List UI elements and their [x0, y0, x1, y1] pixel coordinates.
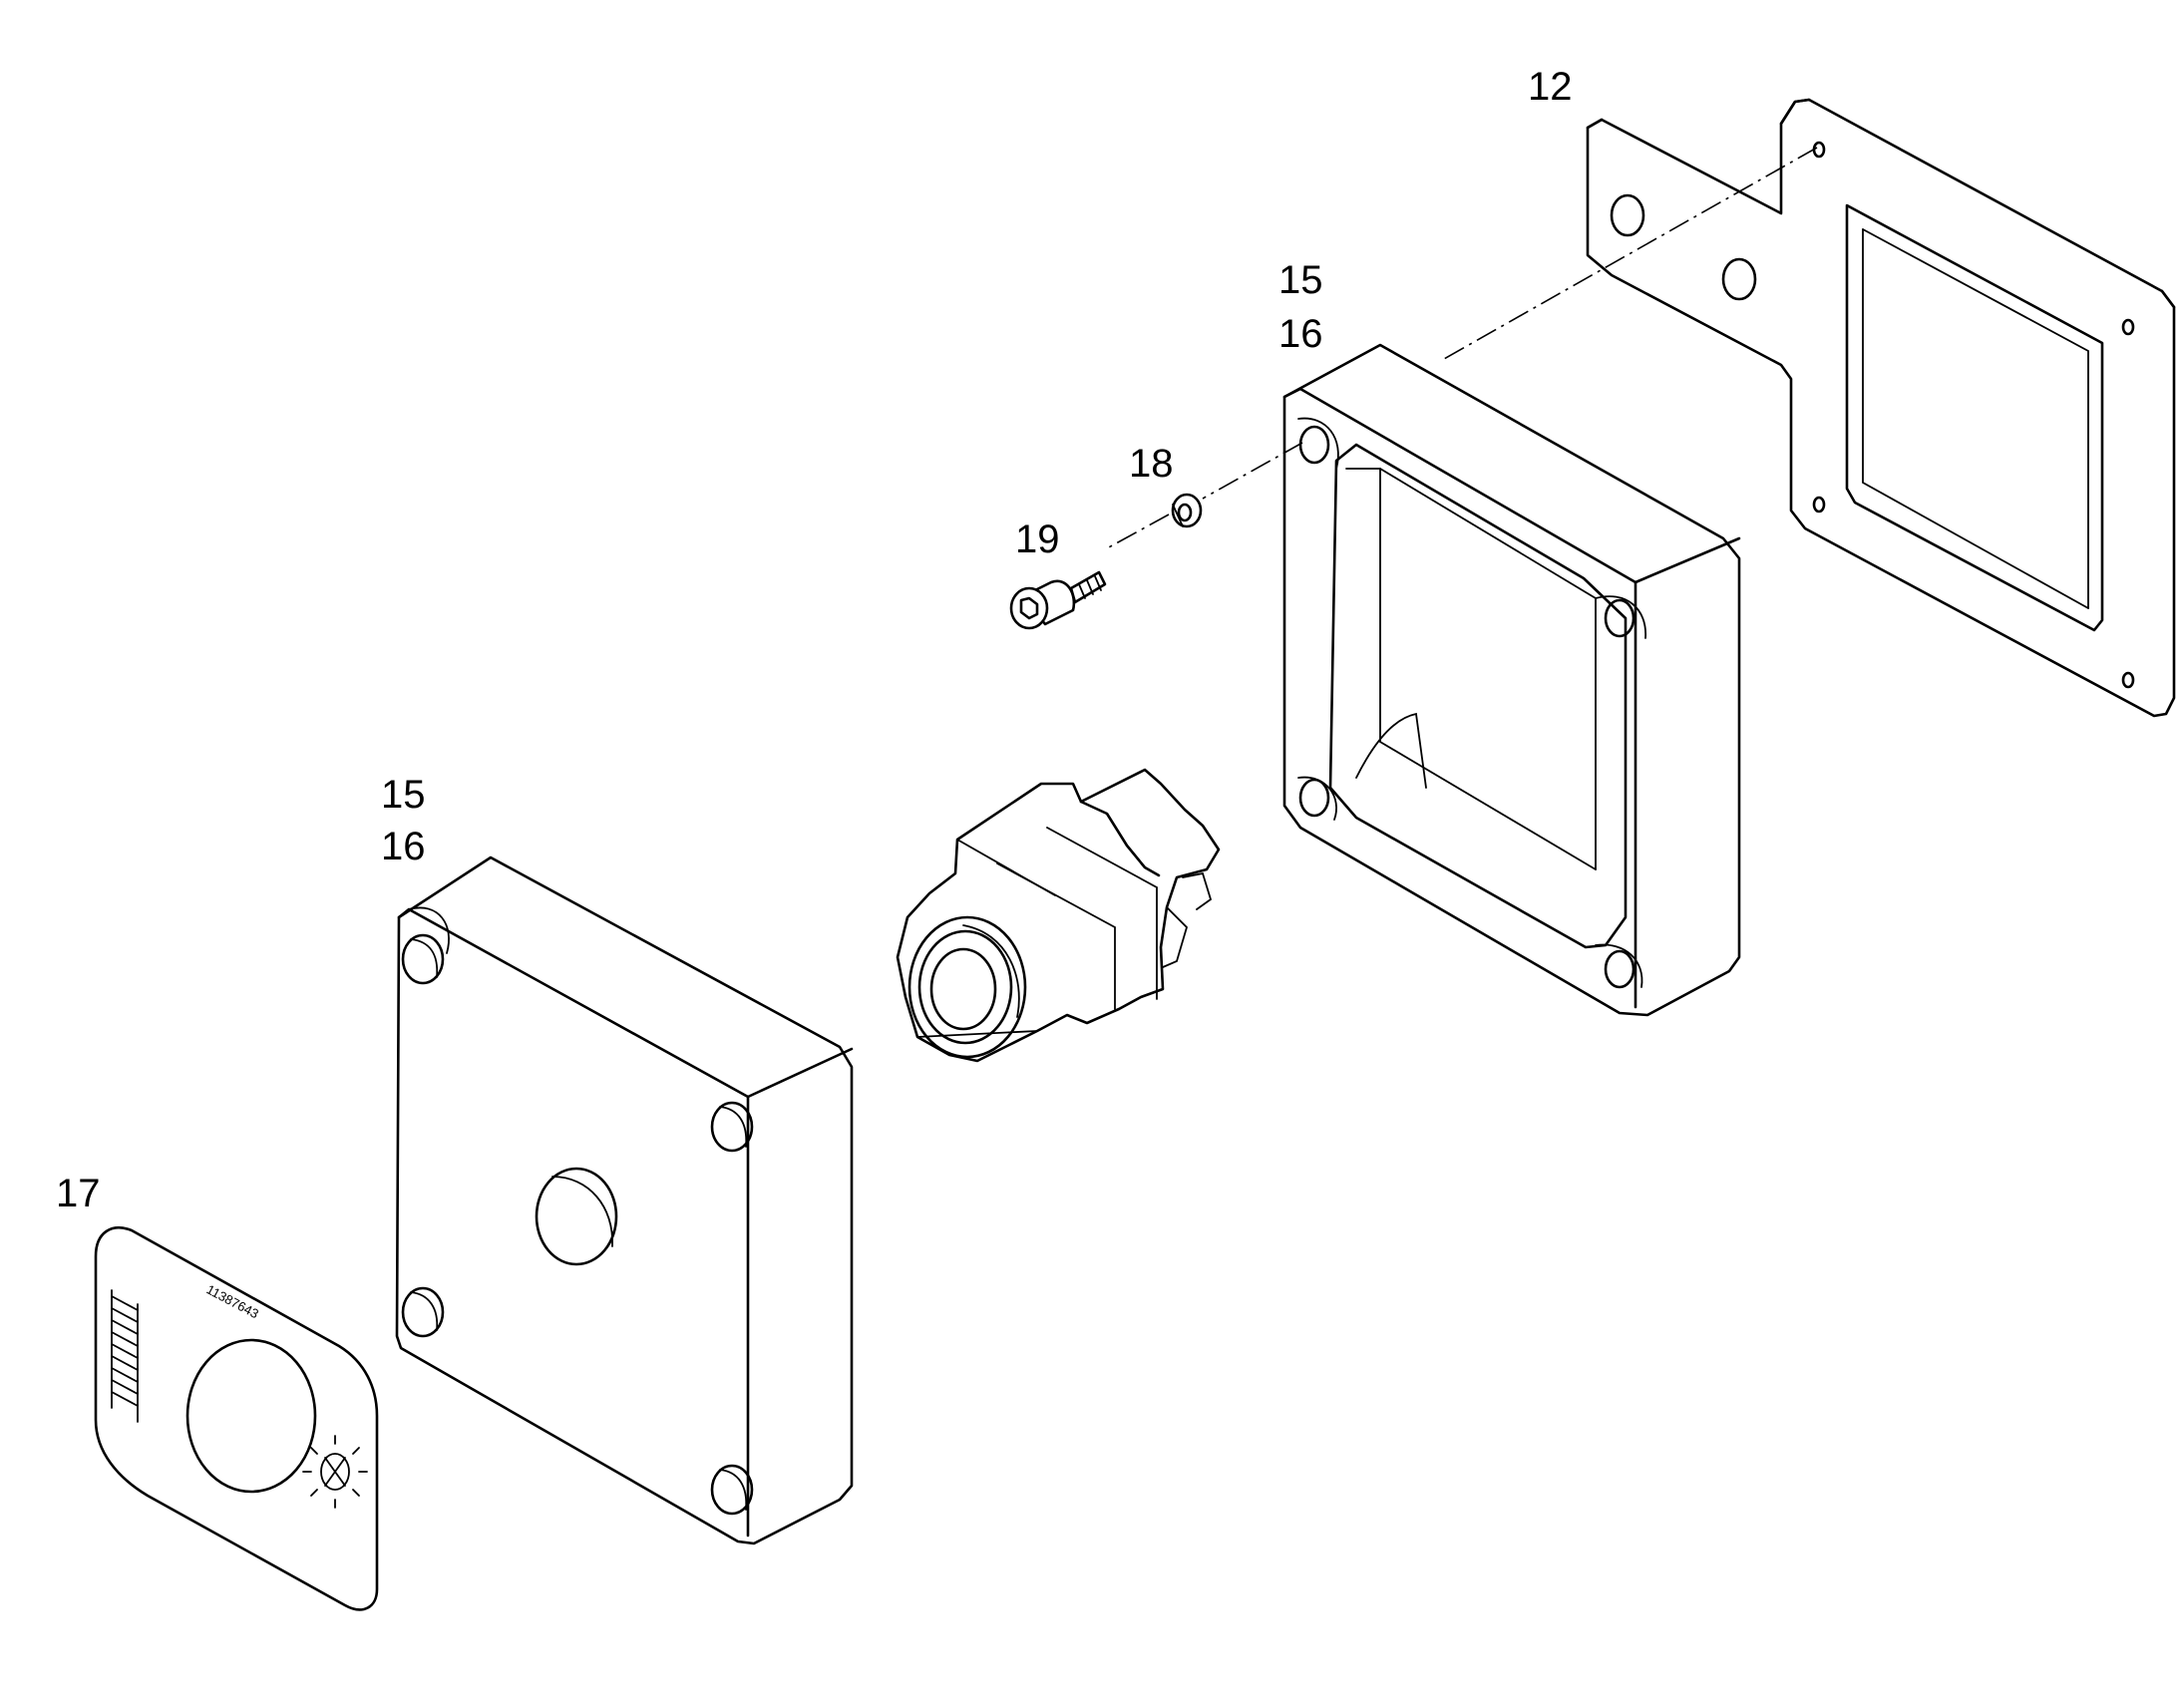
- part-17-label-plate: 11387643: [94, 1225, 379, 1611]
- callout-19: 19: [1015, 517, 1060, 561]
- part-15-16-rear-housing-frame: [1282, 343, 1741, 1017]
- callout-15-rear: 15: [1278, 258, 1323, 302]
- part-15-16-front-cover: [395, 855, 854, 1545]
- push-button-lamp-module: [896, 768, 1221, 1063]
- part-19-screw: [1009, 570, 1107, 630]
- rating-ladder-icon: [111, 1289, 139, 1423]
- part-18-washer: [1171, 493, 1203, 528]
- assembly-axis-line: [1106, 147, 1818, 549]
- callout-12: 12: [1528, 65, 1573, 109]
- callout-18: 18: [1129, 442, 1174, 486]
- callout-16-front: 16: [381, 825, 426, 868]
- callout-15-front: 15: [381, 773, 426, 817]
- callout-labels: 12 15 16 18 19 15 16 17: [56, 65, 1573, 1215]
- callout-16-rear: 16: [1278, 312, 1323, 356]
- callout-17: 17: [56, 1172, 101, 1215]
- lamp-symbol-icon: [302, 1435, 368, 1509]
- part-12-mounting-plate: [1586, 98, 2176, 718]
